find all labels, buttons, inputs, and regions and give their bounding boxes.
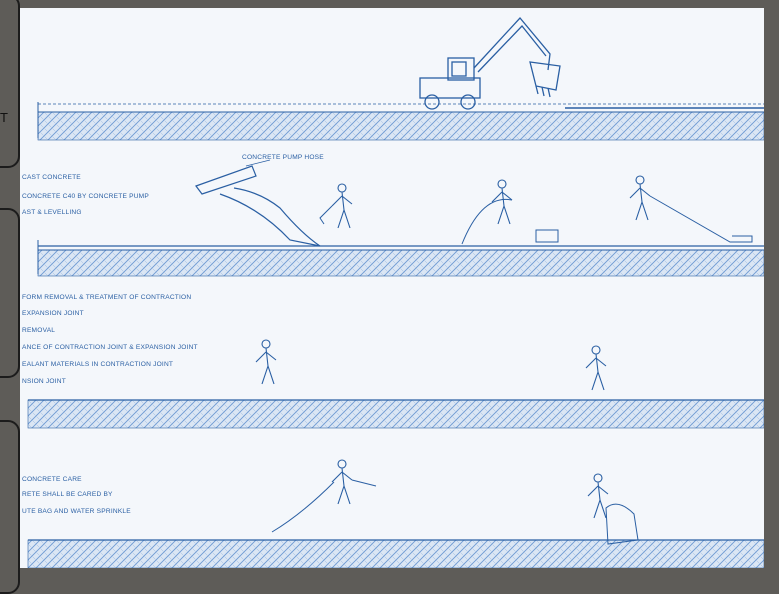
construction-sequence-drawing: CONCRETE PUMP HOSE CAST CONCRETE CONCRET…	[20, 8, 764, 568]
excavator-illustration	[420, 18, 560, 109]
note-stage3-4: ANCE OF CONTRACTION JOINT & EXPANSION JO…	[22, 344, 198, 351]
note-stage3-1: FORM REMOVAL & TREATMENT OF CONTRACTION	[22, 294, 191, 301]
frame-partial-label: T	[0, 110, 8, 125]
note-stage4-1: CONCRETE CARE	[22, 476, 82, 483]
callout-concrete-pump-hose: CONCRETE PUMP HOSE	[242, 154, 324, 161]
note-stage2-3: AST & LEVELLING	[22, 209, 82, 216]
ground-strip-stage-1	[38, 102, 764, 140]
worker-vibrator	[462, 180, 558, 244]
worker-leveller	[630, 176, 752, 242]
note-stage4-2: RETE SHALL BE CARED BY	[22, 491, 113, 498]
worker-water-sprinkle	[272, 460, 376, 532]
ground-strip-stage-3	[28, 400, 764, 428]
concrete-pump-hose	[196, 160, 320, 246]
note-stage3-3: REMOVAL	[22, 327, 55, 334]
note-stage3-5: EALANT MATERIALS IN CONTRACTION JOINT	[22, 361, 173, 368]
worker-shovel	[320, 184, 352, 228]
ground-strip-stage-4	[28, 540, 764, 568]
worker-joint-cutting	[256, 340, 276, 384]
note-stage3-6: NSION JOINT	[22, 378, 66, 385]
ground-strip-stage-2	[38, 240, 764, 276]
left-panel-frame-2	[0, 208, 20, 378]
note-stage2-2: CONCRETE C40 BY CONCRETE PUMP	[22, 193, 149, 200]
worker-jute-bag	[588, 474, 638, 544]
note-stage3-2: EXPANSION JOINT	[22, 310, 84, 317]
note-stage2-1: CAST CONCRETE	[22, 174, 81, 181]
worker-sealant	[586, 346, 606, 390]
drawing-canvas	[20, 8, 764, 568]
note-stage4-3: UTE BAG AND WATER SPRINKLE	[22, 508, 131, 515]
left-panel-frame-1: T	[0, 0, 20, 168]
